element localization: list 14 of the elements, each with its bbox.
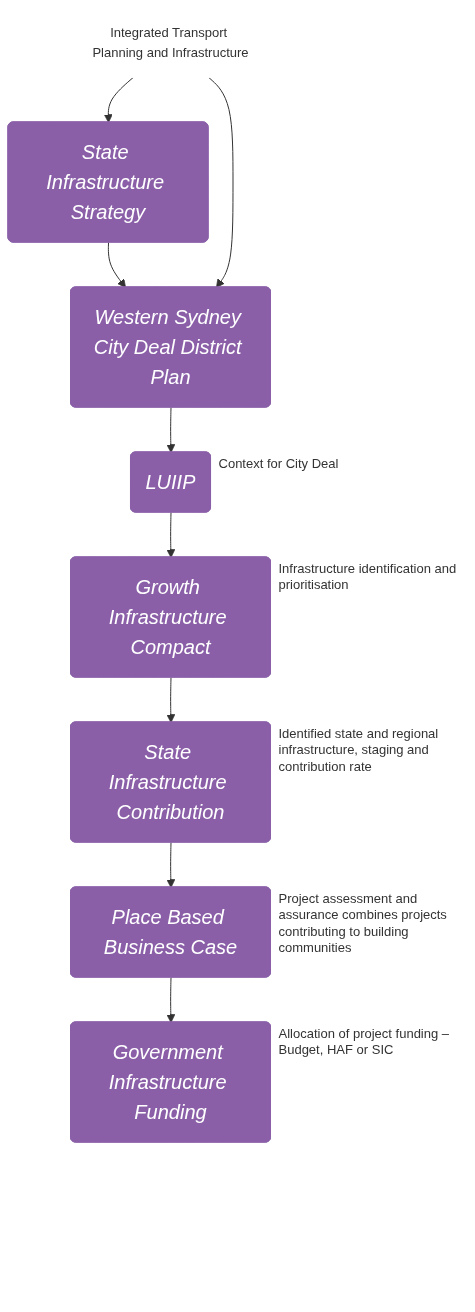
arrow bbox=[107, 242, 126, 288]
side-note: Identified state and regional infrastructure, staging and contribution rate bbox=[278, 726, 440, 775]
arrow bbox=[166, 407, 176, 453]
arrow bbox=[103, 77, 134, 123]
node-text: Integrated Transport Planning and Infrastructure bbox=[92, 25, 249, 60]
side-note: Context for City Deal bbox=[218, 456, 340, 473]
side-note: Allocation of project funding – Budget, HAF or SIC bbox=[278, 1026, 451, 1059]
arrow bbox=[166, 512, 176, 558]
arrow bbox=[166, 842, 176, 888]
side-note: Project assessment and assurance combines projects contributing to building communities bbox=[278, 891, 448, 956]
arrow bbox=[166, 677, 176, 723]
side-note: Infrastructure identification and prioritisation bbox=[278, 561, 458, 594]
arrow bbox=[166, 977, 176, 1023]
arrow bbox=[208, 77, 234, 288]
